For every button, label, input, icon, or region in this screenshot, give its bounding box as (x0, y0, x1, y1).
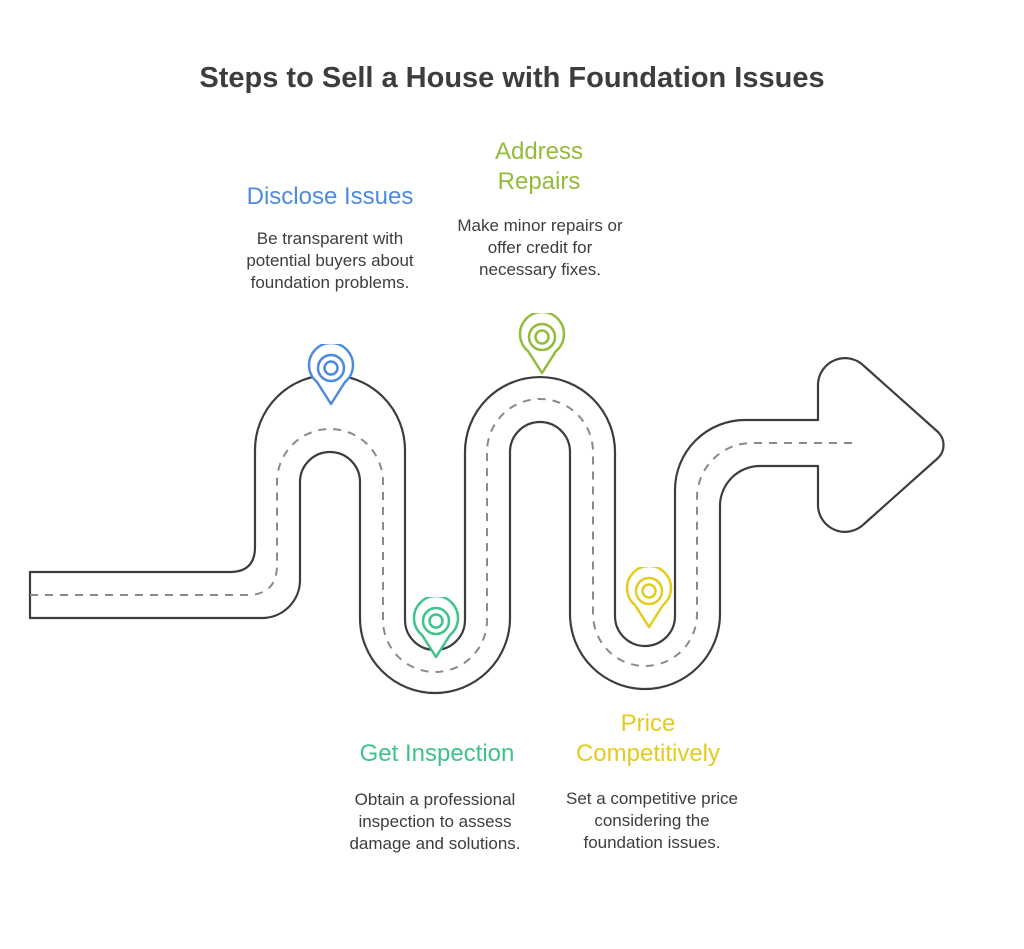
step-title-price-competitively: Price Competitively (575, 710, 721, 767)
map-pin-icon (518, 313, 566, 375)
step-description-price-competitively: Set a competitive price considering the … (566, 789, 738, 852)
step-title-disclose-issues: Disclose Issues (246, 183, 414, 210)
map-pin-icon (625, 567, 673, 629)
step-description-disclose-issues: Be transparent with potential buyers abo… (246, 229, 414, 292)
road-outer-edge (28, 357, 945, 695)
step-description-get-inspection: Obtain a professional inspection to asse… (349, 790, 521, 853)
road-center-dashes (30, 398, 858, 673)
step-title-address-repairs: Address Repairs (494, 138, 584, 195)
map-pin-icon (307, 344, 355, 406)
step-title-get-inspection: Get Inspection (359, 740, 515, 767)
map-pin-icon (412, 597, 460, 659)
step-description-address-repairs: Make minor repairs or offer credit for n… (457, 216, 623, 279)
page-title: Steps to Sell a House with Foundation Is… (199, 62, 825, 94)
